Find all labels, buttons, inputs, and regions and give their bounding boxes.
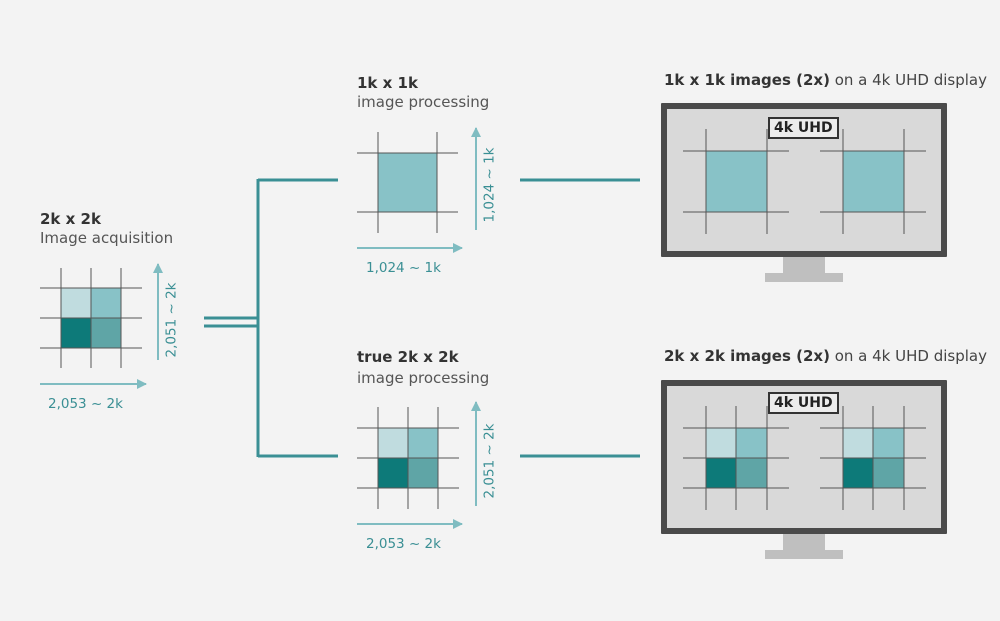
connector-lines (204, 178, 640, 458)
display-1k-title-rest: on a 4k UHD display (829, 71, 987, 89)
processing-2k-x-label: 2,053 ~ 2k (366, 536, 441, 552)
display-1k-badge: 4k UHD (768, 117, 839, 139)
processing-2k-y-label: 2,051 ~ 2k (481, 423, 498, 499)
acquisition-y-label: 2,051 ~ 2k (163, 282, 180, 358)
display-2k-title-rest: on a 4k UHD display (829, 347, 987, 365)
processing-1k-y-label: 1,024 ~ 1k (481, 147, 498, 223)
processing-1k-subtitle: image processing (357, 93, 490, 111)
monitor-2k (661, 380, 947, 559)
processing-1k-title: 1k x 1k (357, 74, 418, 92)
processing-1k-grid (357, 132, 458, 233)
processing-2k-subtitle: image processing (357, 369, 490, 387)
processing-2k-grid (357, 407, 459, 509)
processing-2k-title: true 2k x 2k (357, 348, 459, 366)
acquisition-subtitle: Image acquisition (40, 229, 174, 247)
display-2k-title-bold: 2k x 2k images (2x) (664, 347, 830, 365)
display-1k-title: 1k x 1k images (2x) on a 4k UHD display (664, 71, 987, 89)
processing-1k-x-label: 1,024 ~ 1k (366, 260, 441, 276)
acquisition-grid (40, 268, 142, 368)
acquisition-x-label: 2,053 ~ 2k (48, 396, 123, 412)
acquisition-title: 2k x 2k (40, 210, 101, 228)
display-2k-title: 2k x 2k images (2x) on a 4k UHD display (664, 347, 987, 365)
display-2k-badge: 4k UHD (768, 392, 839, 414)
display-1k-title-bold: 1k x 1k images (2x) (664, 71, 830, 89)
monitor-1k (661, 103, 947, 282)
